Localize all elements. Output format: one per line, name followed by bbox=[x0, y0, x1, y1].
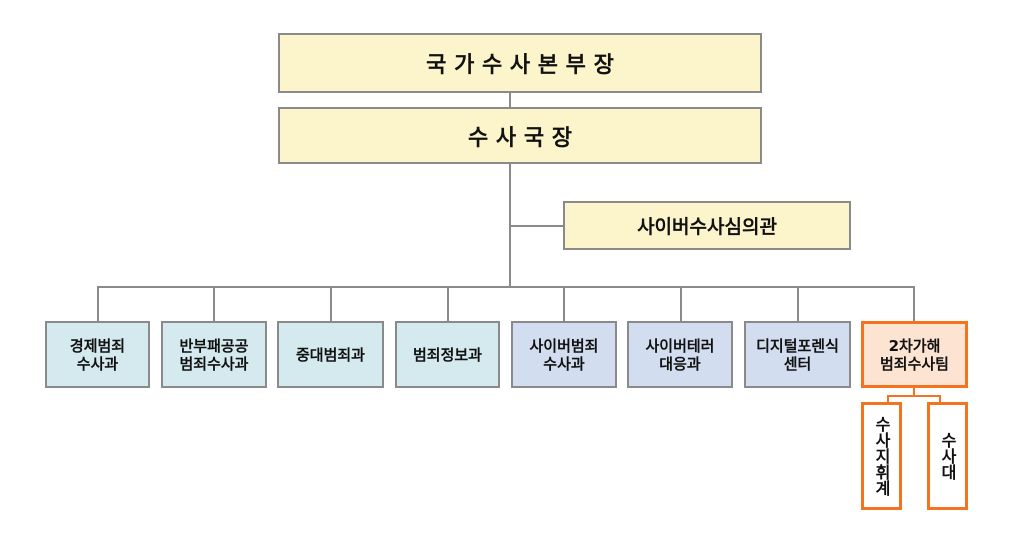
dept-label: 디지털포렌식 센터 bbox=[756, 336, 839, 373]
dept-label: 경제범죄 수사과 bbox=[69, 336, 126, 373]
connector bbox=[887, 395, 889, 403]
dept-label: 사이버범죄 수사과 bbox=[529, 336, 599, 373]
connector bbox=[97, 286, 99, 321]
sub-unit-label: 수사대 bbox=[938, 432, 957, 480]
connector bbox=[509, 225, 563, 227]
dept-label: 중대범죄과 bbox=[295, 345, 365, 364]
sub-unit-box: 수사대 bbox=[927, 402, 968, 510]
connector bbox=[97, 286, 915, 288]
top-box: 국 가 수 사 본 부 장 bbox=[278, 33, 762, 93]
dept-label: 반부패공공 범죄수사과 bbox=[179, 336, 249, 373]
connector bbox=[913, 286, 915, 321]
dept-label: 범죄정보과 bbox=[412, 345, 482, 364]
second-label: 수 사 국 장 bbox=[468, 125, 572, 151]
connector bbox=[330, 286, 332, 321]
sub-unit-box: 수사지휘계 bbox=[861, 402, 902, 510]
connector bbox=[939, 395, 941, 403]
connector bbox=[213, 286, 215, 321]
dept-box: 반부패공공 범죄수사과 bbox=[161, 321, 267, 388]
connector bbox=[913, 388, 915, 396]
dept-label: 2차가해 범죄수사팀 bbox=[879, 336, 949, 373]
dept-box: 사이버테러 대응과 bbox=[627, 321, 733, 388]
connector bbox=[797, 286, 799, 321]
dept-box: 중대범죄과 bbox=[277, 321, 384, 388]
sub-unit-label: 수사지휘계 bbox=[872, 416, 891, 496]
dept-box: 사이버범죄 수사과 bbox=[511, 321, 617, 388]
dept-label: 사이버테러 대응과 bbox=[645, 336, 715, 373]
highlight-dept-box: 2차가해 범죄수사팀 bbox=[861, 321, 968, 388]
top-label: 국 가 수 사 본 부 장 bbox=[426, 53, 614, 78]
connector bbox=[887, 395, 941, 397]
connector bbox=[509, 93, 511, 107]
dept-box: 경제범죄 수사과 bbox=[45, 321, 150, 388]
advisor-label: 사이버수사심의관 bbox=[637, 216, 777, 238]
advisor-box: 사이버수사심의관 bbox=[563, 201, 851, 250]
second-box: 수 사 국 장 bbox=[278, 107, 762, 164]
connector bbox=[447, 286, 449, 321]
dept-box: 디지털포렌식 센터 bbox=[744, 321, 851, 388]
dept-box: 범죄정보과 bbox=[395, 321, 500, 388]
connector bbox=[680, 286, 682, 321]
connector bbox=[563, 286, 565, 321]
